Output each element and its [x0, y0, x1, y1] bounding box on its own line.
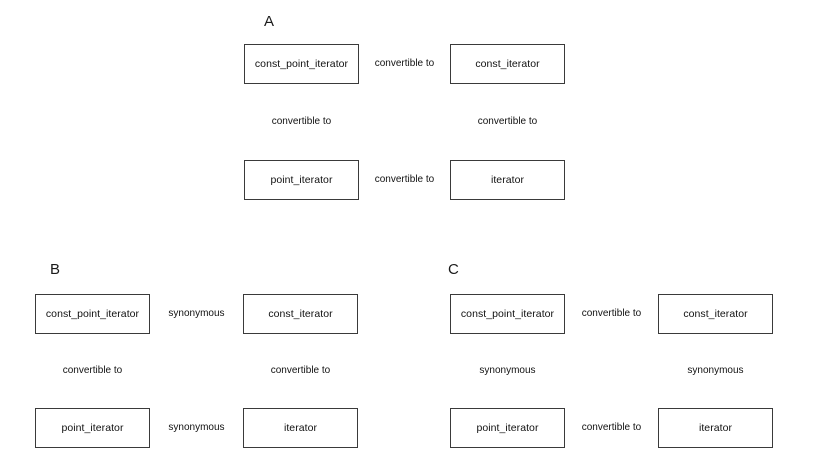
- node-label-a-top-left: const_point_iterator: [254, 58, 349, 70]
- node-box-a-bottom-right[interactable]: iterator: [450, 160, 565, 200]
- edge-label-a-top-horizontal: convertible to: [359, 58, 450, 69]
- edge-label-b-bottom-horizontal: synonymous: [150, 422, 243, 433]
- edge-label-c-top-horizontal: convertible to: [565, 308, 658, 319]
- edge-label-c-left-vertical: synonymous: [447, 365, 568, 376]
- panel-letter-b: B: [50, 261, 61, 278]
- panel-letter-a: A: [264, 13, 275, 30]
- node-box-a-top-right[interactable]: const_iterator: [450, 44, 565, 84]
- node-box-a-bottom-left[interactable]: point_iterator: [244, 160, 359, 200]
- node-box-c-top-right[interactable]: const_iterator: [658, 294, 773, 334]
- node-label-b-bottom-left: point_iterator: [61, 422, 124, 434]
- edge-label-b-top-horizontal: synonymous: [150, 308, 243, 319]
- panel-letter-c: C: [448, 261, 460, 278]
- node-box-b-top-left[interactable]: const_point_iterator: [35, 294, 150, 334]
- node-label-a-bottom-right: iterator: [490, 174, 525, 186]
- node-box-a-top-left[interactable]: const_point_iterator: [244, 44, 359, 84]
- node-box-c-bottom-left[interactable]: point_iterator: [450, 408, 565, 448]
- edge-label-b-right-vertical: convertible to: [240, 365, 361, 376]
- node-label-b-top-right: const_iterator: [268, 308, 333, 320]
- edge-label-b-left-vertical: convertible to: [32, 365, 153, 376]
- edge-label-c-bottom-horizontal: convertible to: [565, 422, 658, 433]
- node-box-b-bottom-right[interactable]: iterator: [243, 408, 358, 448]
- node-label-c-bottom-left: point_iterator: [476, 422, 539, 434]
- node-box-c-top-left[interactable]: const_point_iterator: [450, 294, 565, 334]
- edge-label-a-left-vertical: convertible to: [241, 116, 362, 127]
- node-box-c-bottom-right[interactable]: iterator: [658, 408, 773, 448]
- node-label-a-bottom-left: point_iterator: [270, 174, 333, 186]
- node-label-b-top-left: const_point_iterator: [45, 308, 140, 320]
- edge-label-a-right-vertical: convertible to: [447, 116, 568, 127]
- node-label-c-bottom-right: iterator: [698, 422, 733, 434]
- node-label-c-top-right: const_iterator: [683, 308, 748, 320]
- edge-label-c-right-vertical: synonymous: [655, 365, 776, 376]
- node-label-b-bottom-right: iterator: [283, 422, 318, 434]
- node-box-b-top-right[interactable]: const_iterator: [243, 294, 358, 334]
- node-label-c-top-left: const_point_iterator: [460, 308, 555, 320]
- node-box-b-bottom-left[interactable]: point_iterator: [35, 408, 150, 448]
- node-label-a-top-right: const_iterator: [475, 58, 540, 70]
- edge-label-a-bottom-horizontal: convertible to: [359, 174, 450, 185]
